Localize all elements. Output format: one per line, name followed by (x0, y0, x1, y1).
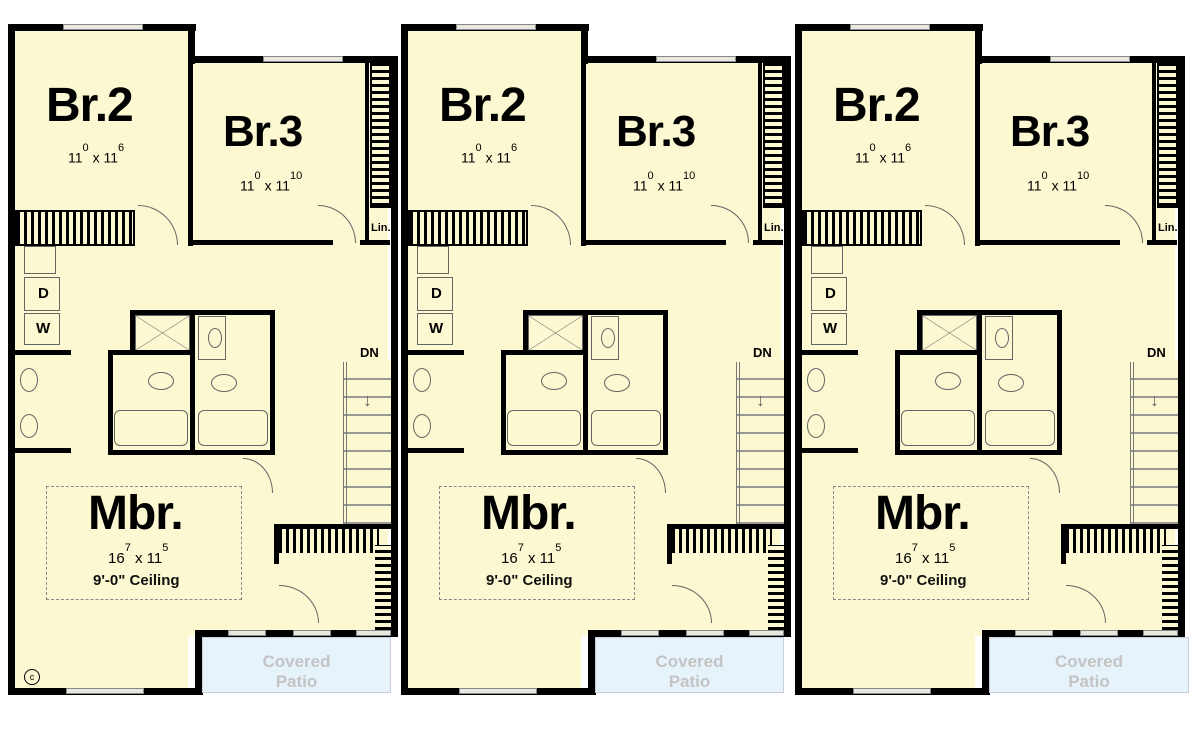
room-dim-mbr: 167 x 115 (108, 542, 169, 567)
linen-closet-label: Lin. (371, 222, 391, 234)
room-dim-br2: 110 x 116 (461, 142, 518, 166)
room-label-mbr: Mbr. (481, 487, 577, 540)
mbr-ceiling-height: 9'-0" Ceiling (93, 572, 180, 589)
room-label-br2: Br.2 (439, 79, 527, 132)
washer-label: W (36, 320, 51, 337)
mbr-ceiling-height: 9'-0" Ceiling (486, 572, 573, 589)
room-dim-mbr: 167 x 115 (501, 542, 562, 567)
room-label-br3: Br.3 (223, 107, 303, 156)
stairs-down-label: DN (360, 345, 379, 360)
room-label-mbr: Mbr. (88, 487, 184, 540)
washer-label: W (429, 320, 444, 337)
stairs-down-arrow-icon: ↓ (363, 390, 372, 410)
dryer-label: D (431, 285, 442, 302)
room-dim-br3: 110 x 1110 (240, 170, 303, 194)
copyright-icon: c (24, 669, 40, 685)
linen-closet-label: Lin. (1158, 222, 1178, 234)
unit-right: Lin. D W DN ↓ Br.2 110 x 116 Br.3 110 x … (795, 0, 1191, 745)
room-dim-br2: 110 x 116 (855, 142, 912, 166)
room-dim-br3: 110 x 1110 (633, 170, 696, 194)
unit-left: Lin. D W DN ↓ Br.2 110 x 116 Br.3 110 x … (8, 0, 404, 745)
room-label-mbr: Mbr. (875, 487, 971, 540)
room-label-br3: Br.3 (616, 107, 696, 156)
washer-label: W (823, 320, 838, 337)
mbr-ceiling-outline (439, 486, 635, 600)
mbr-ceiling-outline (46, 486, 242, 600)
room-dim-mbr: 167 x 115 (895, 542, 956, 567)
linen-closet-label: Lin. (764, 222, 784, 234)
room-dim-br3: 110 x 1110 (1027, 170, 1090, 194)
stairs-down-arrow-icon: ↓ (1150, 390, 1159, 410)
room-label-br2: Br.2 (46, 79, 134, 132)
room-label-br3: Br.3 (1010, 107, 1090, 156)
dryer-label: D (38, 285, 49, 302)
dryer-label: D (825, 285, 836, 302)
stairs-down-arrow-icon: ↓ (756, 390, 765, 410)
stairs-down-label: DN (1147, 345, 1166, 360)
room-dim-br2: 110 x 116 (68, 142, 125, 166)
unit-middle: Lin. D W DN ↓ Br.2 110 x 116 Br.3 110 x … (401, 0, 797, 745)
room-label-br2: Br.2 (833, 79, 921, 132)
mbr-ceiling-height: 9'-0" Ceiling (880, 572, 967, 589)
mbr-ceiling-outline (833, 486, 1029, 600)
stairs-down-label: DN (753, 345, 772, 360)
